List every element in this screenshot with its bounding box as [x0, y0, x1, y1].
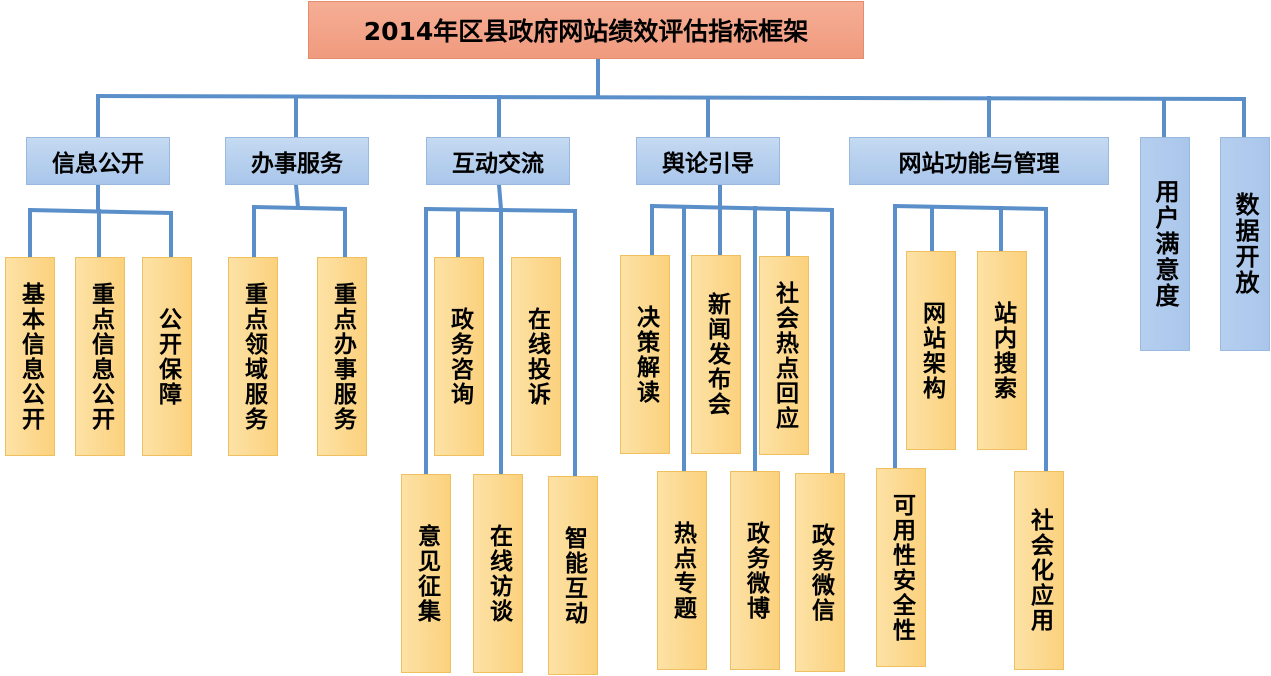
leaf-smart-interaction: 智能互动: [548, 476, 598, 675]
category-site-management: 网站功能与管理: [849, 137, 1109, 185]
leaf-label: 政务微博: [742, 520, 769, 621]
leaf-label: 重点办事服务: [329, 281, 356, 432]
category-service: 办事服务: [225, 137, 369, 185]
leaf-label: 基本信息公开: [17, 281, 44, 432]
leaf-label: 新闻发布会: [703, 292, 730, 417]
category-label: 办事服务: [251, 151, 343, 177]
leaf-label: 政务咨询: [446, 306, 473, 407]
leaf-hot-issue-response: 社会热点回应: [759, 256, 809, 455]
leaf-key-affairs-service: 重点办事服务: [317, 257, 367, 456]
leaf-disclosure-guarantee: 公开保障: [142, 257, 192, 456]
leaf-label: 社会热点回应: [771, 280, 798, 431]
leaf-gov-consultation: 政务咨询: [434, 257, 484, 456]
category-label: 数据开放: [1231, 192, 1259, 296]
leaf-key-domain-service: 重点领域服务: [228, 257, 278, 456]
leaf-label: 站内搜索: [989, 300, 1016, 401]
leaf-press-conference: 新闻发布会: [691, 255, 741, 454]
leaf-online-complaint: 在线投诉: [511, 257, 561, 456]
category-label: 用户满意度: [1151, 179, 1179, 309]
leaf-label: 重点信息公开: [87, 281, 114, 432]
leaf-basic-info: 基本信息公开: [5, 257, 55, 456]
leaf-gov-wechat: 政务微信: [795, 473, 845, 672]
root-title: 2014年区县政府网站绩效评估指标框架: [363, 17, 809, 46]
leaf-label: 社会化应用: [1026, 508, 1053, 633]
leaf-usability-security: 可用性安全性: [876, 468, 926, 667]
leaf-label: 意见征集: [413, 523, 440, 624]
category-label: 互动交流: [452, 151, 544, 177]
category-user-satisfaction: 用户满意度: [1140, 137, 1190, 351]
leaf-label: 可用性安全性: [888, 492, 915, 643]
leaf-label: 网站架构: [918, 300, 945, 401]
leaf-gov-weibo: 政务微博: [730, 471, 780, 670]
leaf-label: 决策解读: [632, 304, 659, 405]
category-label: 舆论引导: [662, 151, 754, 177]
category-data-open: 数据开放: [1220, 137, 1270, 351]
category-label: 信息公开: [52, 151, 144, 177]
leaf-label: 在线访谈: [485, 523, 512, 624]
leaf-key-info: 重点信息公开: [75, 257, 125, 456]
leaf-social-application: 社会化应用: [1014, 471, 1064, 670]
leaf-label: 在线投诉: [523, 306, 550, 407]
leaf-label: 公开保障: [154, 306, 181, 407]
root-title-box: 2014年区县政府网站绩效评估指标框架: [308, 1, 864, 59]
leaf-hot-topics: 热点专题: [657, 471, 707, 670]
category-label: 网站功能与管理: [898, 151, 1060, 177]
leaf-policy-interpretation: 决策解读: [620, 255, 670, 454]
category-info-disclosure: 信息公开: [26, 137, 170, 185]
leaf-label: 政务微信: [807, 522, 834, 623]
leaf-label: 重点领域服务: [240, 281, 267, 432]
leaf-opinion-collection: 意见征集: [401, 474, 451, 673]
category-interaction: 互动交流: [426, 137, 570, 185]
leaf-site-architecture: 网站架构: [906, 251, 956, 450]
leaf-online-interview: 在线访谈: [473, 474, 523, 673]
leaf-label: 智能互动: [560, 525, 587, 626]
category-opinion-guidance: 舆论引导: [636, 137, 780, 185]
leaf-site-search: 站内搜索: [977, 251, 1027, 450]
leaf-label: 热点专题: [669, 520, 696, 621]
